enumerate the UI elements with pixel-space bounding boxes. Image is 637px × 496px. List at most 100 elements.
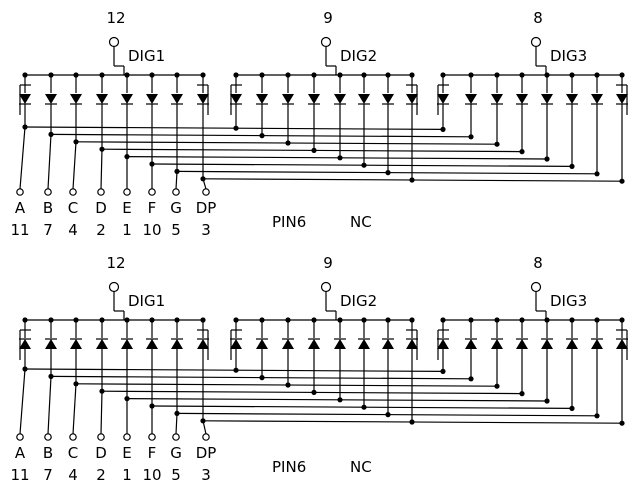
segment-terminal	[69, 188, 77, 196]
diode	[437, 94, 449, 104]
segment-terminal	[69, 433, 77, 441]
segment-pin: 3	[201, 466, 211, 484]
segment-name: E	[122, 199, 131, 217]
segment-terminal	[172, 188, 180, 196]
segment-terminal	[202, 433, 210, 441]
note-pin: PIN6	[272, 213, 306, 231]
digit-label: DIG1	[128, 47, 165, 65]
segment-drop-7	[202, 178, 207, 190]
diode	[308, 339, 320, 349]
segment-pin: 11	[10, 221, 29, 239]
segment-row-3	[101, 148, 523, 153]
segment-row-1	[50, 133, 472, 138]
segment-name: D	[95, 199, 107, 217]
segment-pin: 5	[171, 466, 181, 484]
segment-drop-7	[202, 420, 207, 435]
segment-row-2	[75, 383, 498, 387]
diode	[516, 339, 528, 349]
diode	[256, 94, 268, 104]
segment-terminal	[44, 188, 52, 196]
diode	[230, 339, 242, 349]
digit-label: DIG3	[550, 292, 587, 310]
segment-name: B	[43, 199, 53, 217]
digit-label: DIG2	[340, 292, 377, 310]
segment-name: F	[148, 444, 157, 462]
diode	[282, 94, 294, 104]
diode	[491, 94, 503, 104]
segment-terminal	[123, 188, 131, 196]
segment-pin: 10	[142, 221, 161, 239]
segment-pin: 1	[122, 221, 132, 239]
segment-name: C	[68, 444, 78, 462]
diode	[70, 339, 82, 349]
segment-drop-6	[175, 171, 178, 190]
row-junction	[99, 146, 105, 152]
diode	[491, 339, 503, 349]
digit-terminal	[320, 36, 332, 48]
segment-pin: 7	[43, 221, 53, 239]
segment-drop-1	[47, 134, 52, 190]
diode	[45, 94, 57, 104]
segment-terminal	[202, 188, 210, 196]
digit-pin-number: 12	[106, 9, 125, 27]
segment-pin: 10	[142, 466, 161, 484]
diode	[334, 94, 346, 104]
diode	[465, 339, 477, 349]
segment-drop-1	[47, 376, 52, 435]
diode	[616, 94, 628, 104]
segment-pin: 11	[10, 466, 29, 484]
segment-drop-2	[72, 383, 77, 435]
digit-terminal	[108, 281, 120, 293]
digit-terminal	[530, 281, 542, 293]
segment-drop-3	[100, 149, 103, 190]
diode	[358, 94, 370, 104]
segment-pin: 4	[68, 221, 78, 239]
segment-row-2	[75, 141, 498, 145]
digit-pin-number: 8	[533, 254, 543, 272]
diode	[382, 94, 394, 104]
digit-terminal	[320, 281, 332, 293]
diode	[45, 339, 57, 349]
diode	[616, 339, 628, 349]
segment-terminal	[148, 188, 156, 196]
segment-name: C	[68, 199, 78, 217]
digit-pin-number: 9	[323, 254, 333, 272]
segment-row-5	[151, 163, 573, 167]
diode	[541, 339, 553, 349]
segment-name: E	[122, 444, 131, 462]
digit-label: DIG2	[340, 47, 377, 65]
segment-row-6	[176, 412, 598, 417]
segment-terminal	[16, 188, 24, 196]
segment-row-7	[202, 420, 623, 424]
segment-pin: 5	[171, 221, 181, 239]
digit-terminal	[530, 36, 542, 48]
segment-drop-0	[19, 126, 26, 190]
row-junction	[73, 139, 79, 145]
row-junction	[200, 176, 206, 182]
segment-name: D	[95, 444, 107, 462]
diode	[171, 94, 183, 104]
segment-row-4	[126, 156, 548, 160]
diode	[566, 94, 578, 104]
segment-drop-6	[175, 413, 178, 435]
segment-drop-2	[72, 141, 77, 190]
diode	[591, 94, 603, 104]
segment-terminal	[44, 433, 52, 441]
diode	[308, 94, 320, 104]
segment-pin: 3	[201, 221, 211, 239]
segment-pin: 7	[43, 466, 53, 484]
segment-pin: 4	[68, 466, 78, 484]
diode	[256, 339, 268, 349]
segment-name: A	[15, 199, 26, 217]
segment-drop-0	[19, 368, 26, 435]
segment-name: A	[15, 444, 26, 462]
segment-row-1	[50, 375, 472, 380]
digit-label: DIG3	[550, 47, 587, 65]
diode	[230, 94, 242, 104]
digit-terminal	[108, 36, 120, 48]
segment-name: DP	[196, 199, 217, 217]
segment-row-0	[24, 126, 444, 130]
segment-pin: 1	[122, 466, 132, 484]
